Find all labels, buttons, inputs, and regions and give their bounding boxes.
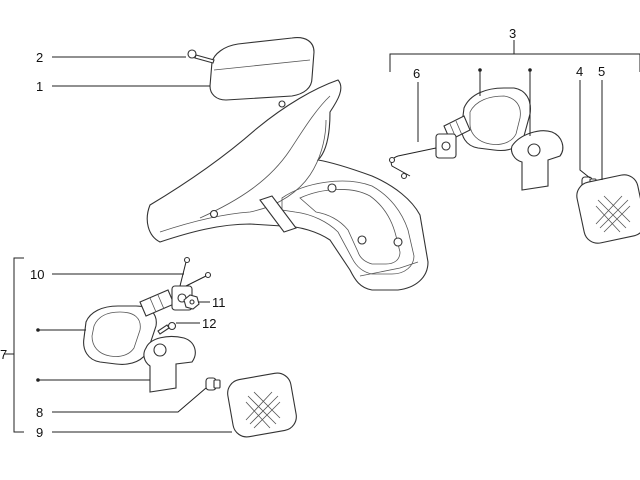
left-indicator-stem [139,289,175,317]
right-indicator-lens-cap [576,174,640,244]
lens-cap-pattern [595,195,631,233]
right-indicator-bracket-hole [441,141,451,151]
fender-screw-hole [209,209,219,219]
callout-3: 3 [509,26,516,41]
fender-ridge [159,119,327,233]
callout-10: 10 [30,267,44,282]
license-plate-frame [281,180,415,275]
left-indicator-nut [183,294,200,310]
leader-dot [36,378,40,382]
right-wire-connector [388,156,396,164]
leader-line-4 [579,80,591,179]
leader-lines [4,40,640,433]
leader-dot [528,68,532,72]
callout-6: 6 [413,66,420,81]
callout-11: 11 [212,295,226,310]
callout-12: 12 [202,316,216,331]
screw-head [187,49,197,59]
rear-fender [146,79,429,291]
screw-head [167,321,177,331]
callout-7: 7 [0,347,7,362]
fender-screw-hole [393,237,403,247]
right-wire-connector [400,172,408,180]
callout-4: 4 [576,64,583,79]
rear-light-housing [209,37,315,101]
left-indicator-socket-hole [153,343,167,357]
bulb-base [213,379,221,389]
fender-outline [146,79,429,291]
right-indicator-wire [397,147,437,157]
left-indicator-lens-cap [227,372,297,438]
license-plate-recess [299,189,401,265]
lens-cap-body [227,372,297,438]
left-indicator-screw [157,321,177,335]
bracket-group-3 [389,53,640,72]
leader-dot [36,328,40,332]
nut-hole [189,299,195,305]
callout-labels: 2 1 3 6 4 5 10 11 12 7 8 9 [0,26,605,440]
left-indicator-stem-ribs [149,294,165,313]
callout-1: 1 [36,79,43,94]
right-indicator-assembly [388,87,564,191]
screw-shank [194,54,215,64]
callout-2: 2 [36,50,43,65]
callout-9: 9 [36,425,43,440]
leader-line-8 [52,387,207,413]
fender-screw-hole [327,183,337,193]
rear-light-lens-edge [213,59,311,71]
reflector-strip [359,261,419,277]
bracket-group-7 [13,257,24,433]
right-indicator-lens [469,95,521,145]
fender-screw-hole [357,235,367,245]
screw-shank [157,324,170,335]
callout-5: 5 [598,64,605,79]
left-indicator-socket [143,335,196,393]
left-indicator-assembly [83,256,212,393]
left-indicator-lens [91,311,141,357]
callout-8: 8 [36,405,43,420]
left-indicator-bulb [205,377,221,391]
leader-dot [478,68,482,72]
right-indicator-socket [510,130,564,191]
fender-screw-hole [278,100,286,108]
left-wire-connector [183,256,191,264]
light-screw [187,49,215,64]
fender-crease [199,95,331,219]
left-wire-connector [204,271,212,279]
lens-cap-body [576,174,640,244]
lens-cap-pattern [245,391,281,429]
right-indicator-socket-hole [527,143,541,157]
fender-bracket [259,195,297,233]
rear-light [209,37,315,101]
